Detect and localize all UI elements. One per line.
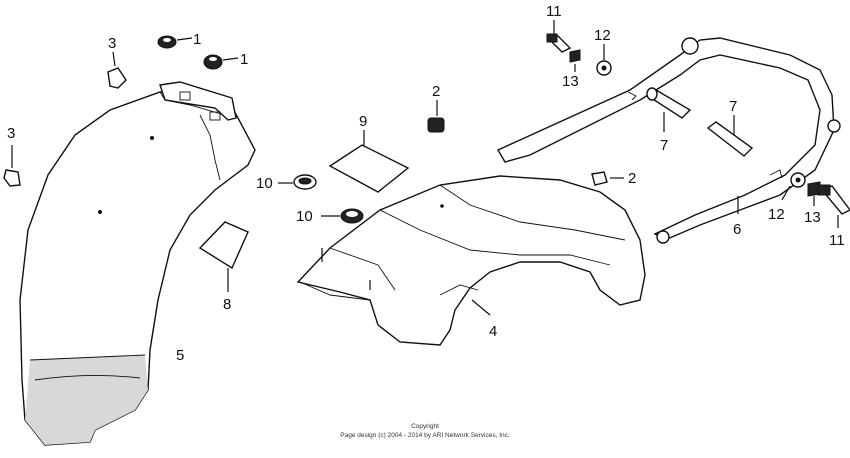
copyright-line-2: Page design (c) 2004 - 2014 by ARI Netwo… xyxy=(340,432,510,439)
lockwasher-part-13a xyxy=(569,49,581,72)
nut-part-1b xyxy=(203,54,239,70)
callout-12b: 12 xyxy=(768,206,785,223)
lockwasher-part-13b xyxy=(807,181,821,206)
callout-3b: 3 xyxy=(7,125,15,142)
callout-11a: 11 xyxy=(546,3,562,20)
rubber-part-2a xyxy=(427,100,445,133)
copyright-line-1: Copyright xyxy=(411,423,439,430)
callout-2b: 2 xyxy=(628,170,636,187)
spacer-part-7b xyxy=(706,115,754,157)
callout-3a: 3 xyxy=(108,35,116,52)
callout-8: 8 xyxy=(223,296,231,313)
callout-7b: 7 xyxy=(660,137,668,154)
callout-2a: 2 xyxy=(432,83,440,100)
bolt-part-11a xyxy=(546,20,572,53)
callout-1b: 1 xyxy=(240,51,248,68)
bolt-part-11b xyxy=(817,184,850,228)
callout-4: 4 xyxy=(489,323,497,340)
plate-part-9 xyxy=(328,130,410,193)
callout-1a: 1 xyxy=(193,31,201,48)
grab-rail-part xyxy=(497,37,841,244)
callout-12a: 12 xyxy=(594,27,611,44)
grommet-part-10b xyxy=(321,208,364,224)
callout-5: 5 xyxy=(176,347,184,364)
spacer-part-7a xyxy=(646,87,692,132)
callout-9: 9 xyxy=(359,113,367,130)
callout-6: 6 xyxy=(733,221,741,238)
plate-part-8 xyxy=(198,221,249,292)
callout-11b: 11 xyxy=(829,232,845,249)
callout-7a: 7 xyxy=(729,98,737,115)
callout-10b: 10 xyxy=(296,208,313,225)
grommet-part-10a xyxy=(278,174,317,190)
nut-part-1a xyxy=(157,35,193,49)
spring-part-2b xyxy=(591,171,624,186)
washer-part-12b xyxy=(781,172,806,201)
front-fender-part xyxy=(19,81,256,446)
callout-10a: 10 xyxy=(256,175,273,192)
washer-part-12a xyxy=(596,44,612,76)
clip-part-3b xyxy=(3,145,21,187)
rear-fender-part xyxy=(296,175,646,346)
callout-13b: 13 xyxy=(804,209,821,226)
clip-part-3a xyxy=(107,51,127,89)
callout-13a: 13 xyxy=(562,73,579,90)
